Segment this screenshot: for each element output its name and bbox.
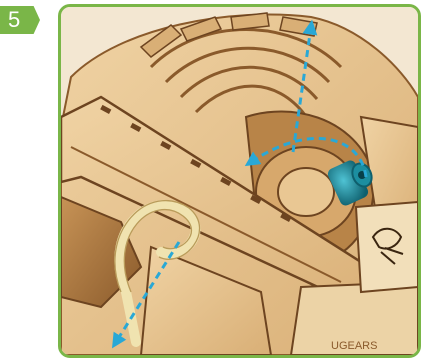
- step-number-badge: 5: [0, 6, 40, 34]
- step-number: 5: [8, 7, 20, 32]
- drum-center: [278, 168, 334, 216]
- assembly-illustration: UGEARS: [61, 7, 418, 355]
- engraved-logo: UGEARS: [331, 340, 377, 352]
- right-plate: [356, 202, 418, 292]
- assembly-illustration-frame: UGEARS: [58, 4, 421, 358]
